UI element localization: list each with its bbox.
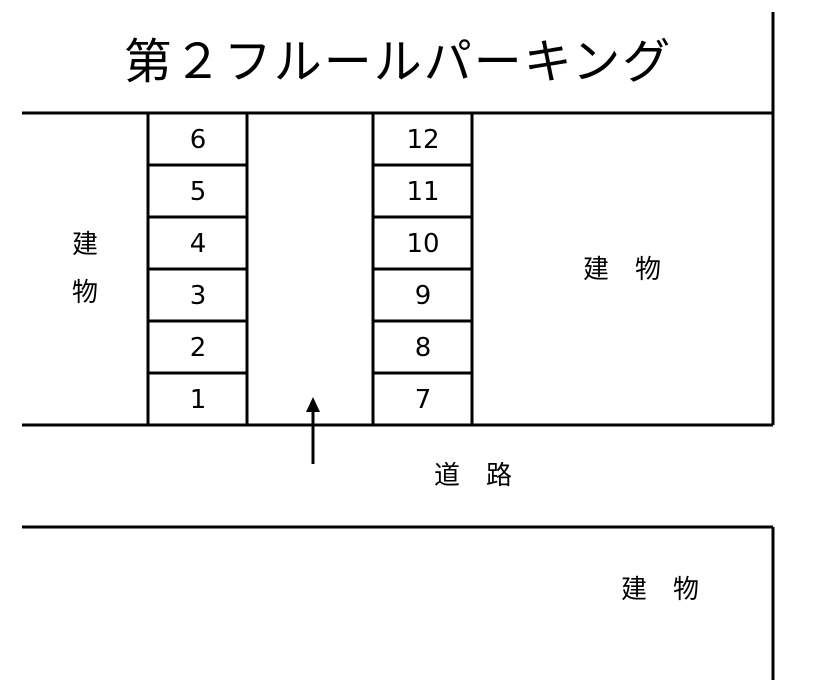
page-title: 第２フルールパーキング xyxy=(124,34,673,90)
space-number-1: 1 xyxy=(190,385,207,415)
right-upper-building-label: 建 物 xyxy=(583,255,661,285)
space-number-10: 10 xyxy=(406,229,439,259)
space-number-5: 5 xyxy=(190,177,207,207)
right-parking-column: 12 11 10 9 8 7 xyxy=(371,113,474,425)
road-label: 道 路 xyxy=(434,461,512,491)
space-number-8: 8 xyxy=(415,333,432,363)
space-number-6: 6 xyxy=(190,125,207,155)
space-number-3: 3 xyxy=(190,281,207,311)
left-building-label-char-2: 物 xyxy=(72,278,98,308)
space-number-9: 9 xyxy=(415,281,432,311)
space-number-4: 4 xyxy=(190,229,207,259)
space-number-11: 11 xyxy=(406,177,439,207)
space-number-7: 7 xyxy=(415,385,432,415)
up-arrow-icon xyxy=(306,397,320,464)
space-number-12: 12 xyxy=(406,125,439,155)
left-parking-column: 6 5 4 3 2 1 xyxy=(146,113,249,425)
left-building-label-char-1: 建 xyxy=(72,230,98,260)
space-number-2: 2 xyxy=(190,333,207,363)
bottom-building-label: 建 物 xyxy=(621,575,699,605)
